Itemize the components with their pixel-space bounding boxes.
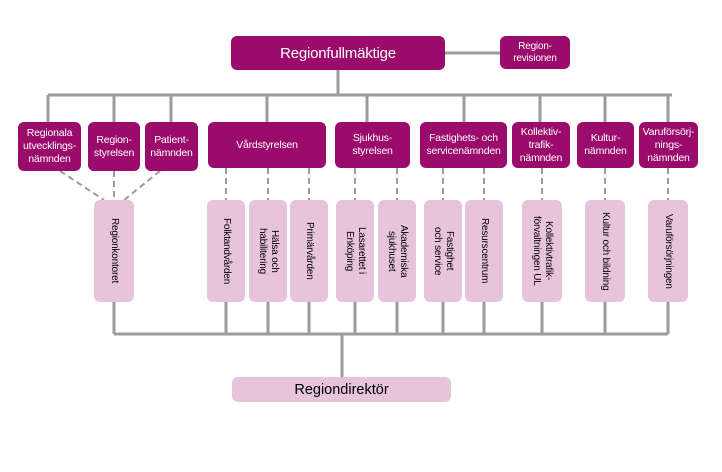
audit-label: Region- revisionen bbox=[513, 40, 557, 64]
committee-care-board: Vårdstyrelsen bbox=[208, 122, 326, 168]
council-box: Regionfullmäktige bbox=[231, 36, 445, 70]
unit-public-transport-admin: Kollektivtrafik- förvaltningen UL bbox=[522, 200, 562, 302]
unit-primary-care: Primärvården bbox=[290, 200, 328, 302]
unit-supply: Varuförsörjningen bbox=[648, 200, 688, 302]
committee-regional-development: Regionala utvecklings- nämnden bbox=[18, 122, 81, 171]
committee-public-transport: Kollektiv- trafik- nämnden bbox=[512, 122, 570, 168]
audit-box: Region- revisionen bbox=[500, 36, 570, 69]
unit-enkoping-hospital: Lasarettet i Enköping bbox=[336, 200, 374, 302]
director-label: Regiondirektör bbox=[294, 381, 389, 398]
committee-patient: Patient- nämnden bbox=[145, 122, 198, 171]
committee-supply: Varuförsörj- nings- nämnden bbox=[639, 122, 698, 168]
committee-culture: Kultur- nämnden bbox=[577, 122, 634, 168]
committee-hospital-board: Sjukhus- styrelsen bbox=[335, 122, 410, 168]
unit-culture-education: Kultur och bildning bbox=[585, 200, 625, 302]
council-label: Regionfullmäktige bbox=[280, 44, 396, 62]
unit-health-habilitation: Hälsa och habilitering bbox=[249, 200, 287, 302]
unit-property-service: Fastighet och service bbox=[424, 200, 462, 302]
unit-resource-center: Resurscentrum bbox=[465, 200, 503, 302]
unit-regional-office: Regionkontoret bbox=[94, 200, 134, 302]
committee-regional-board: Region- styrelsen bbox=[88, 122, 140, 171]
director-box: Regiondirektör bbox=[232, 377, 451, 402]
unit-academic-hospital: Akademiska sjukhuset bbox=[378, 200, 416, 302]
committee-property-service: Fastighets- och servicenämnden bbox=[420, 122, 507, 168]
unit-dental-care: Folktandvården bbox=[207, 200, 245, 302]
